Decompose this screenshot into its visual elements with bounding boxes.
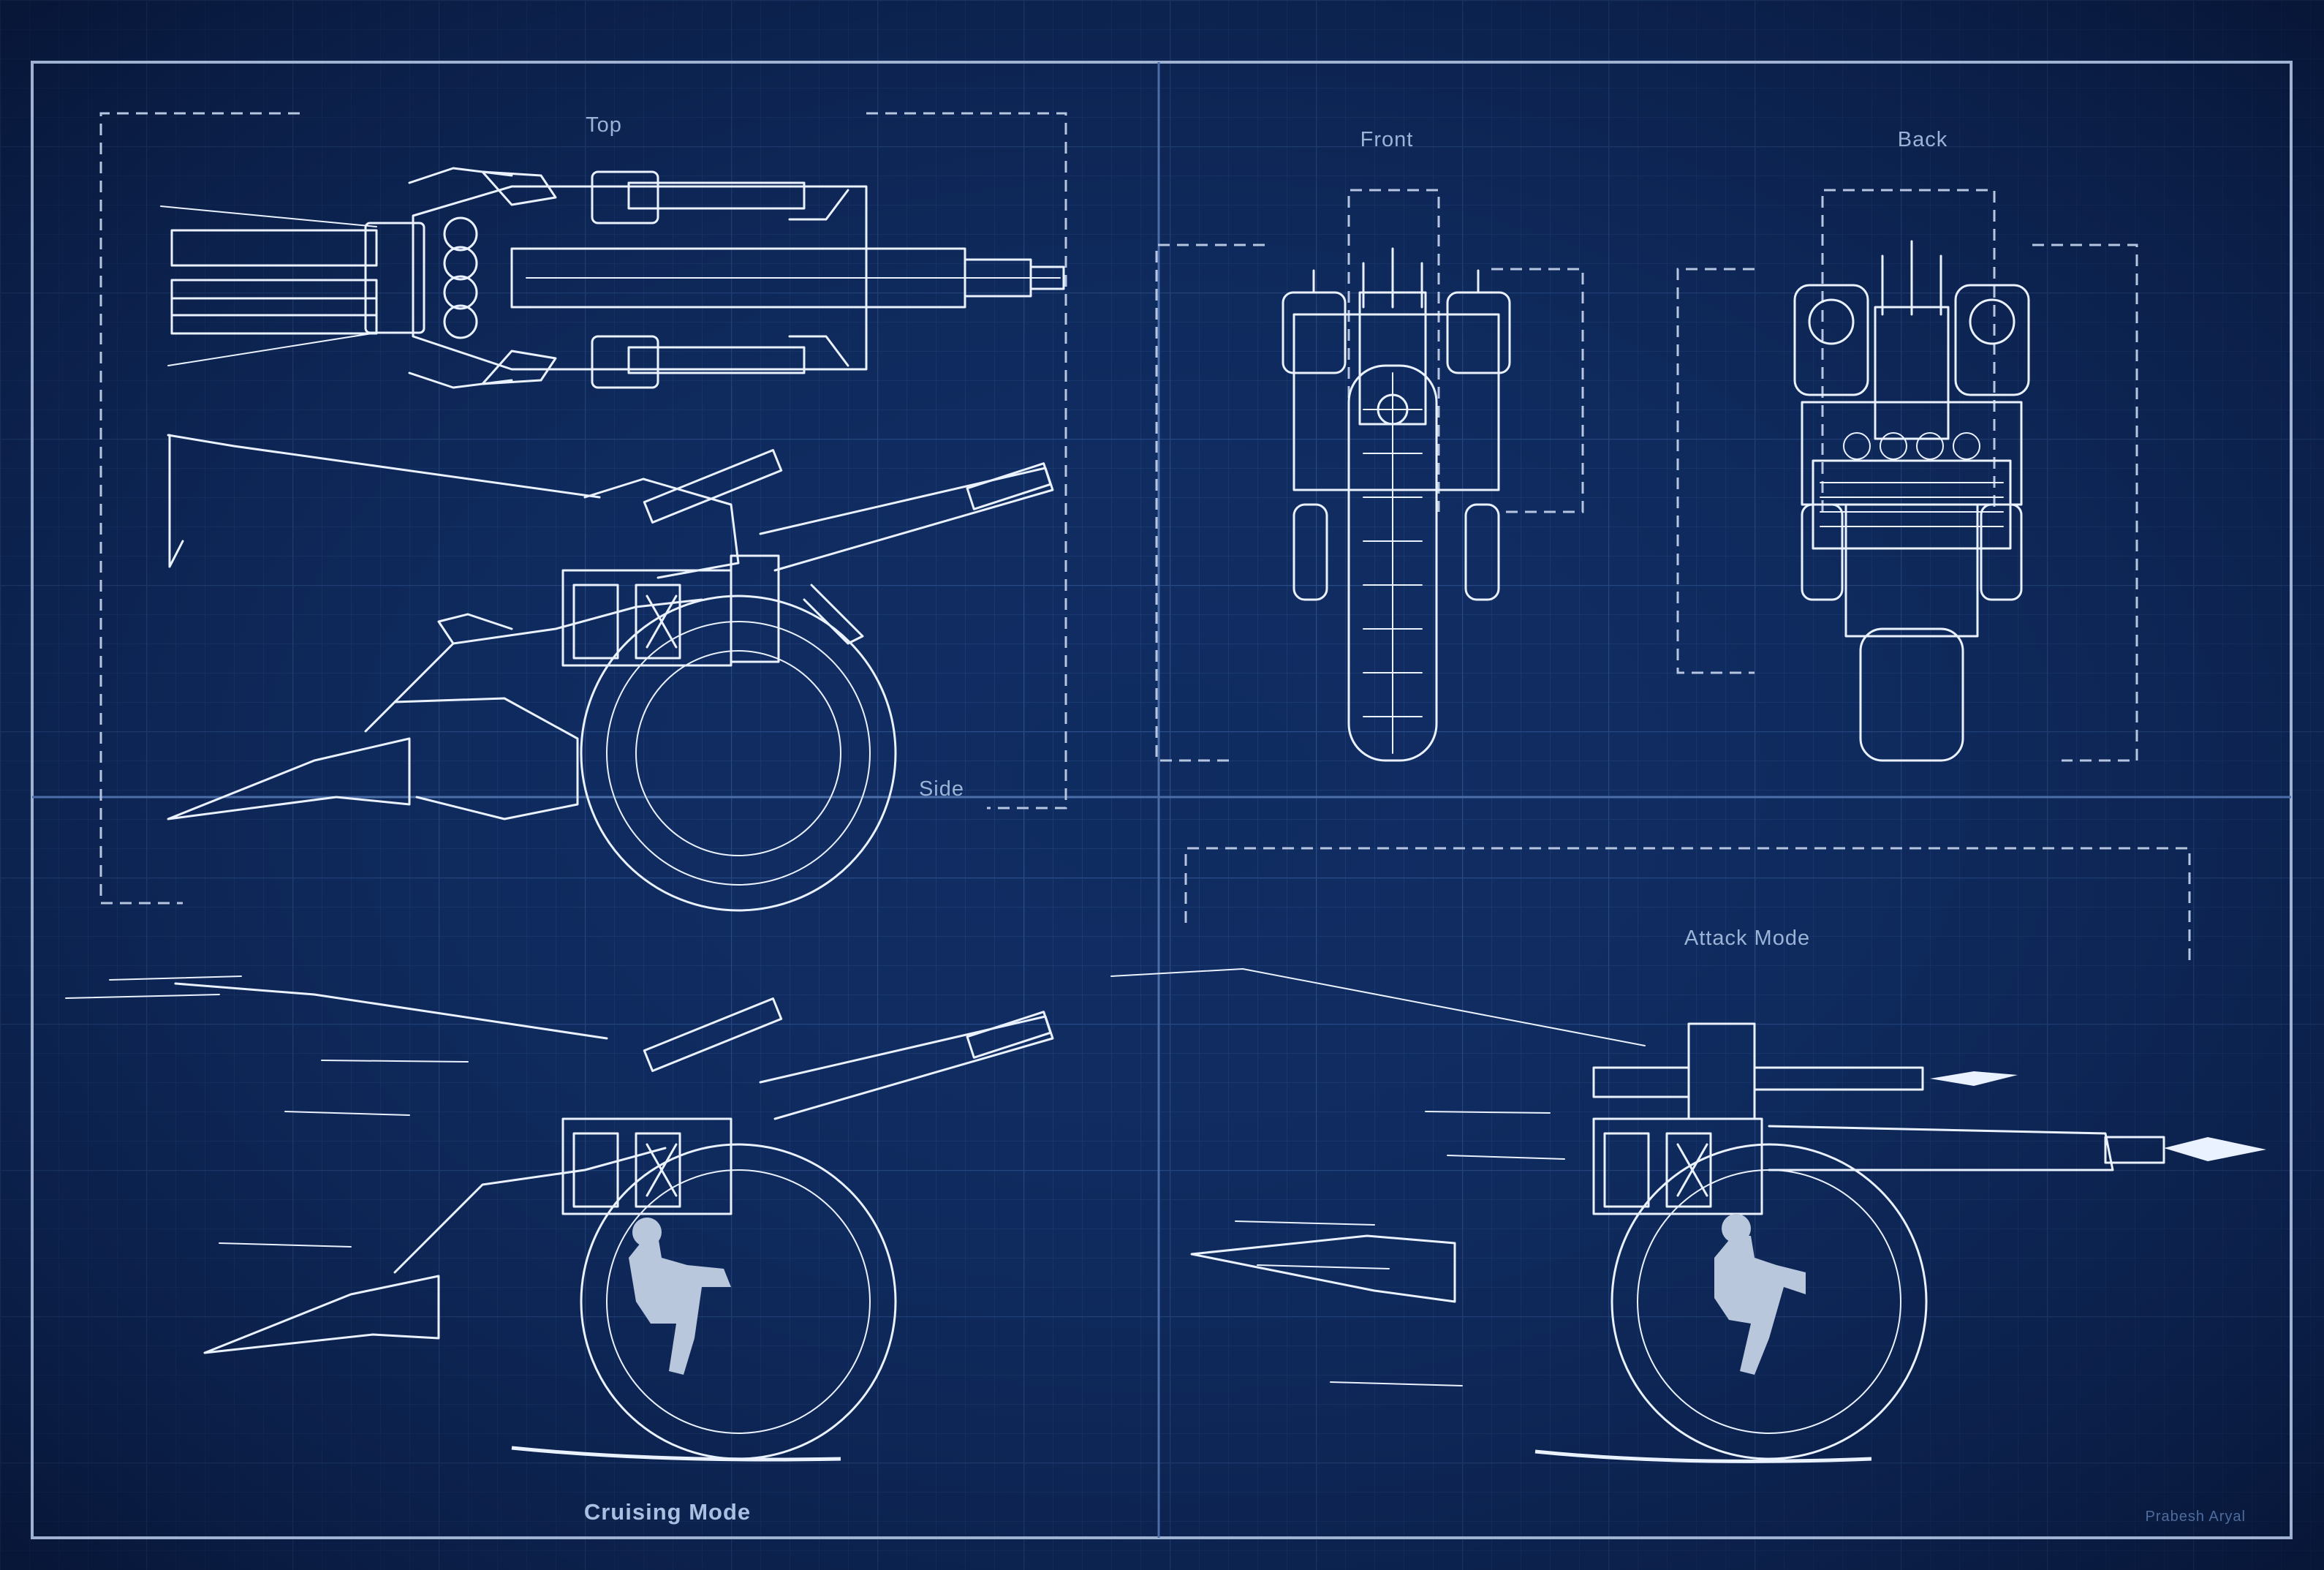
cruising-rider-silhouette — [629, 1236, 731, 1375]
cruising-mode-drawing — [65, 975, 1054, 1462]
attack-mode-drawing — [1110, 968, 2266, 1463]
attack-rider-silhouette — [1714, 1236, 1806, 1375]
top-side-view-bracket — [99, 112, 1067, 905]
label-attack-mode: Attack Mode — [1684, 926, 1810, 950]
label-front: Front — [1360, 128, 1414, 151]
sheet-border — [31, 61, 2293, 1539]
back-view-drawing — [1793, 240, 2030, 762]
label-side: Side — [919, 777, 964, 801]
side-view-drawing — [167, 434, 1054, 912]
label-cruising-mode: Cruising Mode — [584, 1499, 751, 1525]
label-back: Back — [1898, 128, 1948, 151]
attack-mode-bracket — [1184, 847, 2191, 965]
back-view-bracket — [1676, 189, 2138, 762]
top-view-drawing — [160, 167, 1065, 389]
front-view-bracket — [1155, 189, 1584, 762]
artist-signature: Prabesh Aryal — [2145, 1509, 2246, 1525]
front-view-drawing — [1282, 247, 1511, 762]
label-top: Top — [586, 113, 622, 137]
